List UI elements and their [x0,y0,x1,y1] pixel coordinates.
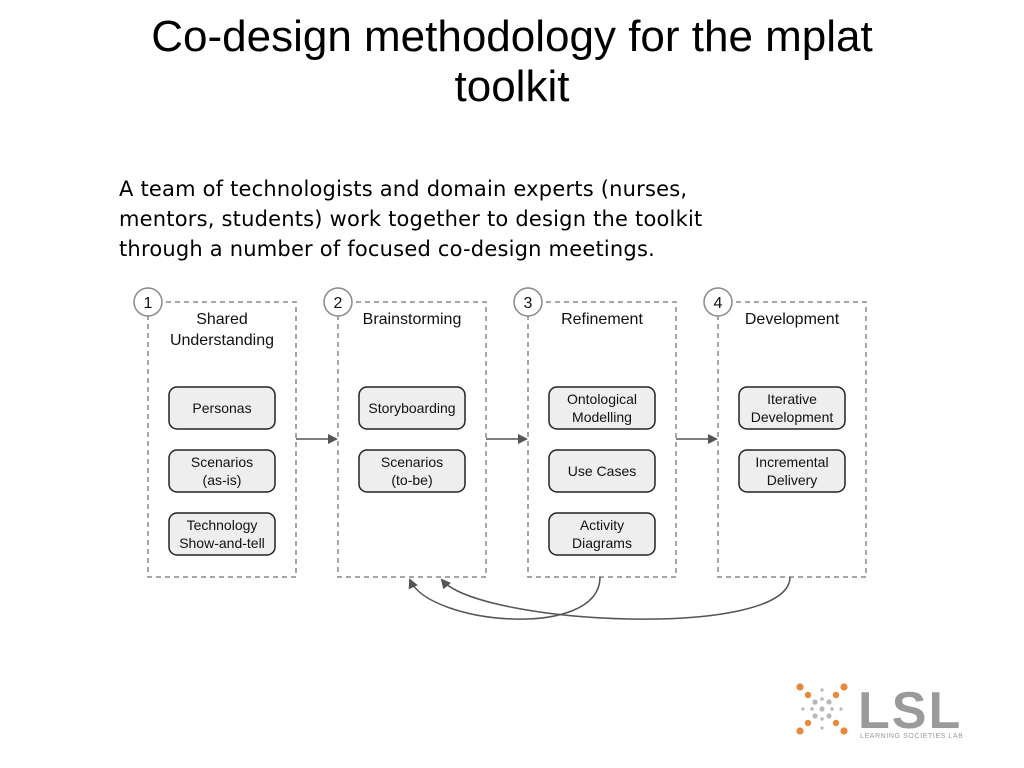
logo-dot [796,683,804,691]
logo-dot [820,726,824,730]
logo-dot [830,707,834,711]
method-box: Storyboarding [358,386,466,430]
method-label: Technology [187,517,258,533]
stage-number-badge [513,287,543,317]
method-box: Scenarios (to-be) [358,449,466,493]
method-box-shape [168,512,276,556]
method-label: Development [751,409,834,425]
stage-number: 1 [144,295,153,312]
intro-line-3: through a number of focused co-design me… [119,237,655,261]
intro-line-1: A team of technologists and domain exper… [119,177,688,201]
method-box: Scenarios (as-is) [168,449,276,493]
logo-dot [820,717,824,721]
method-label: Incremental [755,454,828,470]
stage-title-line: Development [745,311,840,328]
method-box-shape [548,386,656,430]
method-box-shape [738,386,846,430]
stage-title-line: Brainstorming [363,311,462,328]
stage-number-badge [323,287,353,317]
method-label: Ontological [567,391,637,407]
method-box-shape [358,449,466,493]
feedback-arrow-refinement-to-brainstorming [408,576,601,620]
method-label: Modelling [572,409,632,425]
stage-4: 4DevelopmentIterativeDevelopmentIncremen… [703,287,867,578]
method-label: Personas [192,400,251,416]
logo-dot [826,699,832,705]
logo-dot [796,727,804,735]
method-label: Iterative [767,391,817,407]
stage-box [337,301,487,578]
method-box-shape [548,512,656,556]
stage-number-badge [133,287,163,317]
logo-dot [819,706,825,712]
method-label: Show-and-tell [179,535,265,551]
logo-dot [820,697,824,701]
stage-title-line: Refinement [561,311,643,328]
feedback-arrow-development-to-brainstorming [440,576,791,620]
method-label: Diagrams [572,535,632,551]
stage-number-badge [703,287,733,317]
logo-dot [840,683,848,691]
method-label: Delivery [767,472,818,488]
method-box: Use Cases [548,449,656,493]
slide-title: Co-design methodology for the mplat tool… [0,12,1024,112]
lsl-logo-mark [796,683,848,735]
slide-title-line-2: toolkit [454,62,570,111]
logo-dot [812,699,818,705]
stage-number: 2 [334,295,343,312]
stage-title-line: Understanding [170,332,274,349]
method-box-shape [168,386,276,430]
method-box: Personas [168,386,276,430]
stage-number: 3 [524,295,533,312]
logo-dot [839,707,843,711]
logo-dot [810,707,814,711]
method-label: Scenarios [381,454,443,470]
method-label: Storyboarding [368,400,455,416]
logo-dot [812,713,818,719]
lsl-logo: LSL LEARNING SOCIETIES LAB [796,682,963,740]
lsl-logo-tagline: LEARNING SOCIETIES LAB [860,733,963,740]
slide-title-line-1: Co-design methodology for the mplat [151,12,873,61]
intro-paragraph: A team of technologists and domain exper… [119,174,859,264]
method-label: Scenarios [191,454,253,470]
method-label: (as-is) [203,472,242,488]
logo-dot [820,688,824,692]
logo-dot [840,727,848,735]
intro-line-2: mentors, students) work together to desi… [119,207,703,231]
method-box-shape [358,386,466,430]
logo-dot [832,719,840,727]
method-box-shape [168,449,276,493]
stage-title-line: Shared [196,311,248,328]
logo-dot [804,691,812,699]
logo-dot [801,707,805,711]
logo-dot [804,719,812,727]
method-box-shape [738,449,846,493]
stage-box [717,301,867,578]
method-box-shape [548,449,656,493]
stage-number: 4 [714,295,723,312]
lsl-logo-name: LSL [858,682,962,740]
method-label: (to-be) [391,472,432,488]
logo-dot [832,691,840,699]
method-label: Activity [580,517,624,533]
method-label: Use Cases [568,463,636,479]
logo-dot [826,713,832,719]
